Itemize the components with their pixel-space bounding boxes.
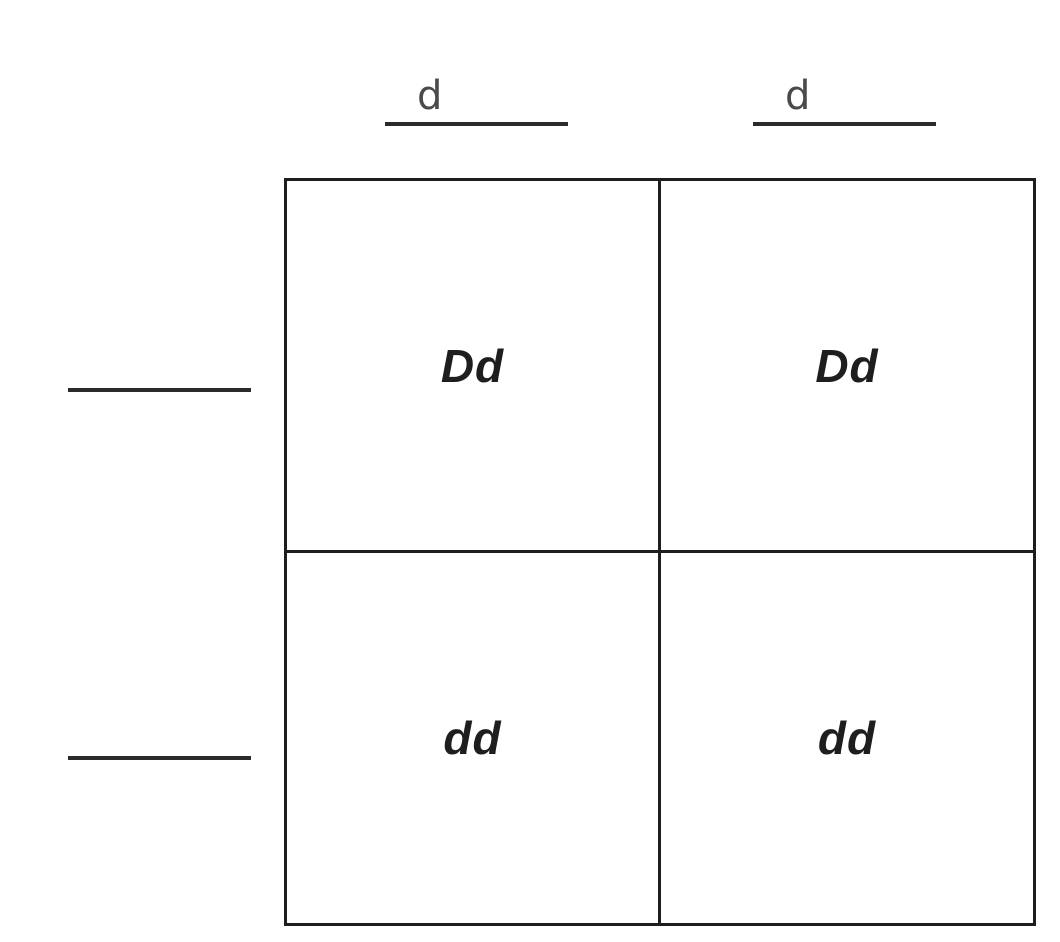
cell-row2-col2: dd xyxy=(661,553,1033,923)
allele-blank-line xyxy=(68,388,251,392)
genotype-label: dd xyxy=(443,712,502,764)
genotype-label: Dd xyxy=(815,339,879,392)
column-header-2: d xyxy=(753,70,936,128)
cell-row1-col2: Dd xyxy=(661,181,1033,550)
allele-blank-line xyxy=(753,122,936,126)
allele-blank-line xyxy=(68,756,251,760)
column-allele-label: d xyxy=(785,73,811,119)
grid-horizontal-divider xyxy=(287,550,1033,553)
column-allele-label: d xyxy=(417,73,443,119)
punnett-grid: Dd Dd dd dd xyxy=(284,178,1036,926)
cell-row2-col1: dd xyxy=(287,553,658,923)
row-header-2 xyxy=(68,756,251,762)
allele-blank-line xyxy=(385,122,568,126)
genotype-label: Dd xyxy=(440,339,505,392)
genotype-label: dd xyxy=(817,712,877,764)
row-header-1 xyxy=(68,388,251,394)
cell-row1-col1: Dd xyxy=(287,181,658,550)
column-header-1: d xyxy=(385,70,568,128)
